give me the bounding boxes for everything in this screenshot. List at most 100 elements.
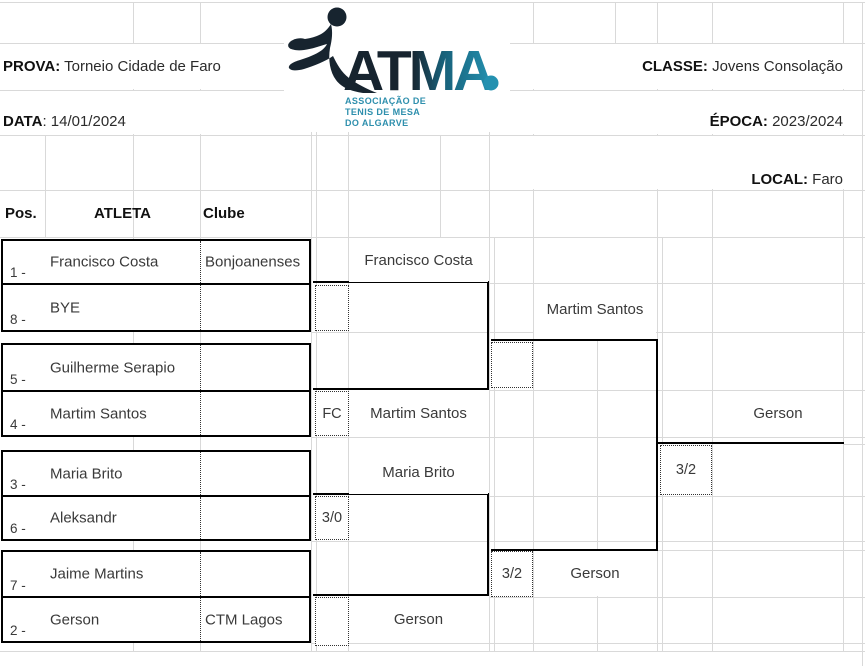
bracket-line <box>313 388 489 390</box>
player-silhouette-icon <box>288 7 377 93</box>
gridline <box>657 2 658 652</box>
athlete-name: Guilherme Serapio <box>50 359 176 376</box>
athlete-name: Maria Brito <box>50 465 123 482</box>
svg-text:ASSOCIAÇÃO DE: ASSOCIAÇÃO DE <box>345 96 426 106</box>
epoca-label: ÉPOCA: <box>709 113 768 130</box>
gridline <box>597 339 598 652</box>
gridline <box>0 651 865 652</box>
score-cell-qf1 <box>315 285 349 331</box>
gridline <box>862 2 863 666</box>
club-column-divider <box>200 241 201 283</box>
gridline <box>843 2 844 652</box>
gridline <box>494 237 495 652</box>
club-column-divider <box>200 345 201 390</box>
merged-cell-mask <box>0 44 310 89</box>
gridline <box>489 496 865 497</box>
seed-row: Maria Brito 3 - <box>3 452 309 495</box>
bracket-pair-1: Francisco Costa Bonjoanenses 1 - BYE 8 - <box>1 239 311 332</box>
bracket-line <box>313 281 489 283</box>
club-name: CTM Lagos <box>205 611 283 628</box>
gridline <box>489 283 865 284</box>
qf1-winner: Francisco Costa <box>349 239 488 282</box>
score-cell-final: 3/2 <box>660 445 712 495</box>
bracket-line <box>487 493 489 596</box>
club-name: Bonjoanenses <box>205 253 301 271</box>
seed-row: Martim Santos 4 - <box>3 392 309 435</box>
club-column-divider <box>200 285 201 330</box>
local-field: LOCAL: Faro <box>751 171 843 188</box>
logo-acronym: ATMA <box>343 39 493 103</box>
sf2-winner: Gerson <box>534 551 656 595</box>
logo-org-name: ASSOCIAÇÃO DE TENIS DE MESA DO ALGARVE <box>345 96 426 128</box>
score-cell-qf3: 3/0 <box>315 496 349 540</box>
athlete-name: Aleksandr <box>50 509 117 527</box>
local-value: Faro <box>807 171 843 188</box>
column-header-clube: Clube <box>203 205 245 222</box>
merged-cell-mask <box>520 44 846 89</box>
svg-text:TENIS DE MESA: TENIS DE MESA <box>345 107 420 117</box>
merged-cell-mask <box>0 91 310 134</box>
athlete-name: Martim Santos <box>50 405 147 422</box>
column-header-atleta: ATLETA <box>94 205 151 222</box>
gridline <box>311 643 865 644</box>
bracket-pair-4: Jaime Martins 7 - Gerson CTM Lagos 2 - <box>1 550 311 643</box>
qf3-winner: Maria Brito <box>349 451 488 494</box>
club-column-divider <box>200 392 201 435</box>
gridline <box>489 390 865 391</box>
classe-value: Jovens Consolação <box>707 58 843 75</box>
bracket-line <box>491 339 658 341</box>
data-field: DATA: 14/01/2024 <box>3 113 126 130</box>
gridline <box>489 597 865 598</box>
pair-divider <box>3 495 309 497</box>
svg-text:DO ALGARVE: DO ALGARVE <box>345 118 409 128</box>
gridline <box>533 2 534 652</box>
gridline <box>657 550 865 551</box>
seed-row: BYE 8 - <box>3 285 309 330</box>
gridline <box>311 541 865 542</box>
seed-row: Guilherme Serapio 5 - <box>3 345 309 390</box>
score-cell-qf2: FC <box>315 391 349 436</box>
gridline <box>0 190 865 191</box>
gridline <box>0 2 865 3</box>
gridline <box>311 437 865 438</box>
qf2-winner: Martim Santos <box>349 391 488 436</box>
prova-field: PROVA: Torneio Cidade de Faro <box>3 58 221 75</box>
seed-row: Francisco Costa Bonjoanenses 1 - <box>3 241 309 283</box>
seed-row: Gerson CTM Lagos 2 - <box>3 598 309 641</box>
seed-label: 7 - <box>10 578 26 593</box>
bracket-pair-2: Guilherme Serapio 5 - Martim Santos 4 - <box>1 343 311 437</box>
gridline <box>662 237 663 652</box>
club-column-divider <box>200 552 201 596</box>
gridline <box>440 135 441 238</box>
gridline <box>0 135 865 136</box>
seed-row: Aleksandr 6 - <box>3 497 309 539</box>
pair-divider <box>3 390 309 392</box>
athlete-name: BYE <box>50 299 81 316</box>
gridline <box>45 135 46 238</box>
score-cell-sf2: 3/2 <box>491 551 533 597</box>
seed-label: 6 - <box>10 521 26 536</box>
club-column-divider <box>200 497 201 539</box>
bracket-line <box>487 281 489 390</box>
seed-label: 1 - <box>10 265 26 280</box>
gridline <box>615 2 616 43</box>
logo-dot <box>483 75 499 91</box>
gridline <box>844 444 865 445</box>
column-header-pos: Pos. <box>5 205 37 222</box>
merged-cell-mask <box>520 91 846 134</box>
merged-cell-mask <box>284 3 510 132</box>
local-label: LOCAL: <box>751 171 808 188</box>
qf4-winner: Gerson <box>349 597 488 642</box>
gridline <box>311 2 312 652</box>
epoca-value: 2023/2024 <box>767 113 843 130</box>
gridline <box>0 237 865 238</box>
champion-name: Gerson <box>713 391 843 436</box>
club-column-divider <box>200 598 201 641</box>
gridline <box>489 2 490 652</box>
gridline <box>712 2 713 652</box>
seed-label: 3 - <box>10 477 26 492</box>
seed-label: 4 - <box>10 417 26 432</box>
pair-divider <box>3 596 309 598</box>
sf1-winner: Martim Santos <box>534 286 656 332</box>
